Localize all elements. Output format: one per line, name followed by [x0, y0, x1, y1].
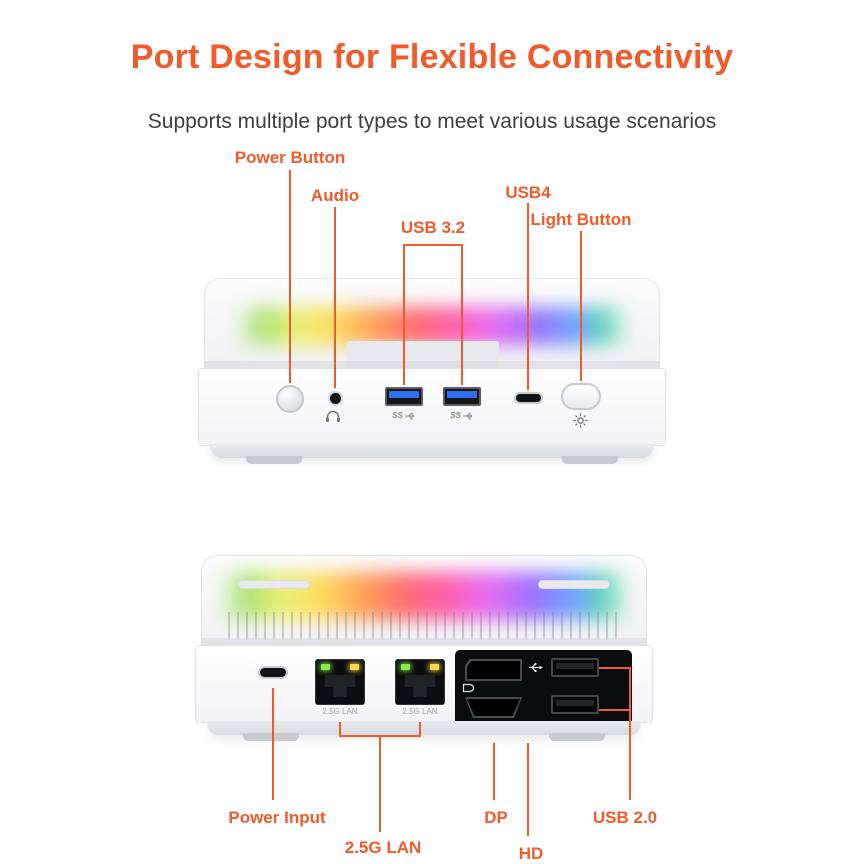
dp-port	[465, 659, 522, 681]
lan-led-amber	[430, 664, 439, 670]
callout-lan: 2.5G LAN	[344, 838, 422, 857]
usb-ss-marking-2: SS	[443, 411, 481, 420]
callout-dp: DP	[484, 808, 508, 827]
callout-hd: HD	[518, 844, 544, 863]
lan-led-green	[401, 664, 410, 670]
callout-usb20: USB 2.0	[592, 808, 658, 827]
rj45-opening	[405, 675, 435, 697]
usb2-tongue	[556, 663, 594, 669]
lan-led-amber	[350, 664, 359, 670]
usb-trident-small-icon	[462, 412, 472, 419]
usb3-port-1-tongue	[389, 391, 419, 398]
mini-pc-front-view: SS SS	[198, 278, 666, 470]
callout-light-button: Light Button	[530, 210, 632, 229]
vent-slot	[238, 580, 310, 589]
usb2-port-top	[551, 658, 599, 677]
back-base	[207, 721, 641, 735]
usb3-port-1	[385, 387, 423, 406]
rgb-light-strip	[235, 307, 629, 345]
usb4-port	[514, 392, 543, 404]
device-foot	[243, 733, 299, 741]
usb3-port-2	[443, 387, 481, 406]
device-foot	[562, 456, 618, 464]
page-title: Port Design for Flexible Connectivity	[130, 38, 734, 76]
back-acrylic-top	[201, 555, 647, 647]
usb3-port-2-tongue	[447, 391, 477, 398]
top-sill	[202, 638, 646, 647]
light-button	[561, 383, 601, 410]
audio-jack	[328, 391, 343, 406]
lan-led-green	[321, 664, 330, 670]
headphone-icon	[326, 410, 340, 422]
callout-usb32: USB 3.2	[400, 218, 466, 237]
callout-power-button: Power Button	[234, 148, 346, 167]
usb-ss-marking-1: SS	[385, 411, 423, 420]
callout-audio: Audio	[310, 186, 360, 205]
lan-port-label: 2.5G LAN	[402, 707, 438, 716]
lan-port-label: 2.5G LAN	[322, 707, 358, 716]
dp-logo-icon	[462, 683, 475, 693]
callout-power-input: Power Input	[228, 808, 326, 827]
power-input-port	[258, 666, 288, 679]
device-foot	[549, 733, 605, 741]
front-base	[210, 444, 654, 458]
device-foot	[246, 456, 302, 464]
usb-trident-icon	[529, 662, 543, 672]
usb-trident-small-icon	[404, 412, 414, 419]
usb2-port-bottom	[551, 695, 599, 714]
mini-pc-back-view: 2.5G LAN 2.5G LAN	[195, 555, 653, 747]
sun-icon	[573, 413, 588, 428]
power-button	[276, 385, 304, 413]
usb2-tongue	[556, 700, 594, 706]
page-subtitle: Supports multiple port types to meet var…	[147, 110, 717, 133]
vent-slot	[538, 580, 610, 589]
front-acrylic-top	[204, 278, 660, 370]
vent-grille	[228, 612, 620, 640]
hdmi-port	[465, 697, 522, 718]
lan-port-2	[395, 659, 445, 705]
lan-port-1	[315, 659, 365, 705]
callout-usb4: USB4	[505, 183, 551, 202]
rj45-opening	[325, 675, 355, 697]
